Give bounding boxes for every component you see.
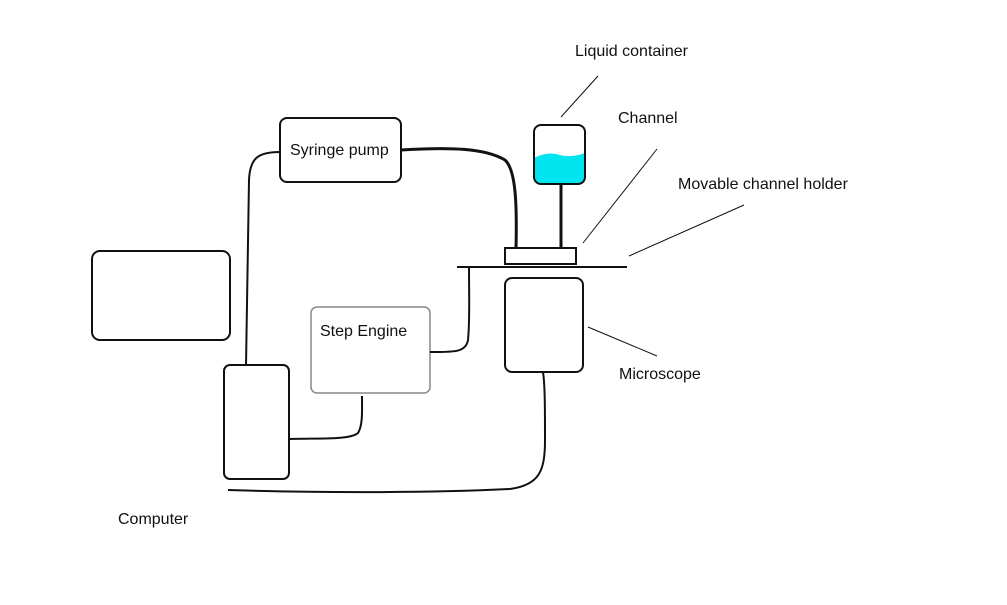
liquid-fill bbox=[534, 153, 585, 184]
channel-leader bbox=[582, 148, 658, 244]
liquid-container-icon bbox=[533, 124, 586, 185]
liquid-container-label: Liquid container bbox=[575, 43, 688, 60]
computer-tower bbox=[223, 364, 290, 480]
channel-label: Channel bbox=[618, 110, 678, 127]
movable-channel-holder-label: Movable channel holder bbox=[678, 176, 848, 193]
computer-monitor bbox=[91, 250, 231, 341]
microscope-box bbox=[504, 277, 584, 373]
microscope-leader bbox=[587, 326, 658, 357]
pump-to-channel-tube bbox=[400, 147, 518, 249]
computer-label: Computer bbox=[118, 511, 189, 528]
liquid-container-leader bbox=[560, 75, 599, 118]
microscope-label: Microscope bbox=[619, 366, 701, 383]
step-engine-box bbox=[310, 306, 431, 394]
channel-block bbox=[504, 247, 577, 265]
computer-to-microscope-cable bbox=[227, 371, 547, 494]
step-engine-label: Step Engine bbox=[320, 323, 408, 340]
holder-leader bbox=[628, 204, 745, 257]
step-engine-to-holder-cable bbox=[429, 267, 471, 354]
syringe-pump-label: Syringe pump bbox=[290, 142, 389, 159]
computer-to-pump-cable bbox=[245, 151, 281, 367]
computer-to-step-engine-cable bbox=[288, 395, 364, 440]
